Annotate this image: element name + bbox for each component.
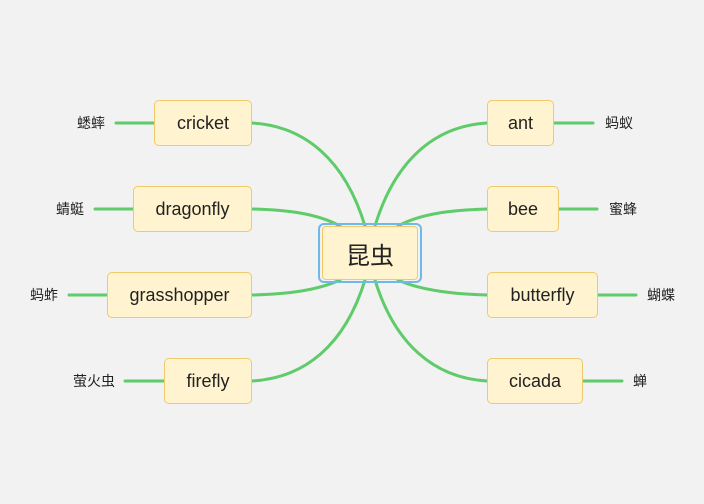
label-cicada-zh[interactable]: 蝉: [633, 374, 647, 390]
label-cricket-zh[interactable]: 蟋蟀: [77, 116, 105, 132]
connector-center-bee: [396, 207, 489, 228]
center-node-selection: [318, 223, 422, 283]
node-cicada[interactable]: cicada: [487, 358, 583, 404]
connector-center-ant: [373, 121, 489, 228]
center-node[interactable]: 昆虫: [322, 226, 418, 280]
node-butterfly[interactable]: butterfly: [487, 272, 598, 318]
node-firefly[interactable]: firefly: [164, 358, 252, 404]
node-grasshopper[interactable]: grasshopper: [107, 272, 252, 318]
node-ant[interactable]: ant: [487, 100, 554, 146]
connector-center-dragonfly: [250, 207, 342, 228]
label-butterfly-zh[interactable]: 蝴蝶: [647, 288, 675, 304]
connector-center-cicada: [373, 278, 489, 383]
label-bee-zh[interactable]: 蜜蜂: [609, 202, 637, 218]
label-dragonfly-zh[interactable]: 蜻蜓: [56, 202, 84, 218]
label-grasshopper-zh[interactable]: 蚂蚱: [30, 288, 58, 304]
node-cricket[interactable]: cricket: [154, 100, 252, 146]
label-ant-zh[interactable]: 蚂蚁: [605, 116, 633, 132]
node-bee[interactable]: bee: [487, 186, 559, 232]
node-dragonfly[interactable]: dragonfly: [133, 186, 252, 232]
connector-center-cricket: [250, 121, 367, 228]
connector-center-firefly: [250, 278, 367, 383]
label-firefly-zh[interactable]: 萤火虫: [73, 374, 115, 390]
